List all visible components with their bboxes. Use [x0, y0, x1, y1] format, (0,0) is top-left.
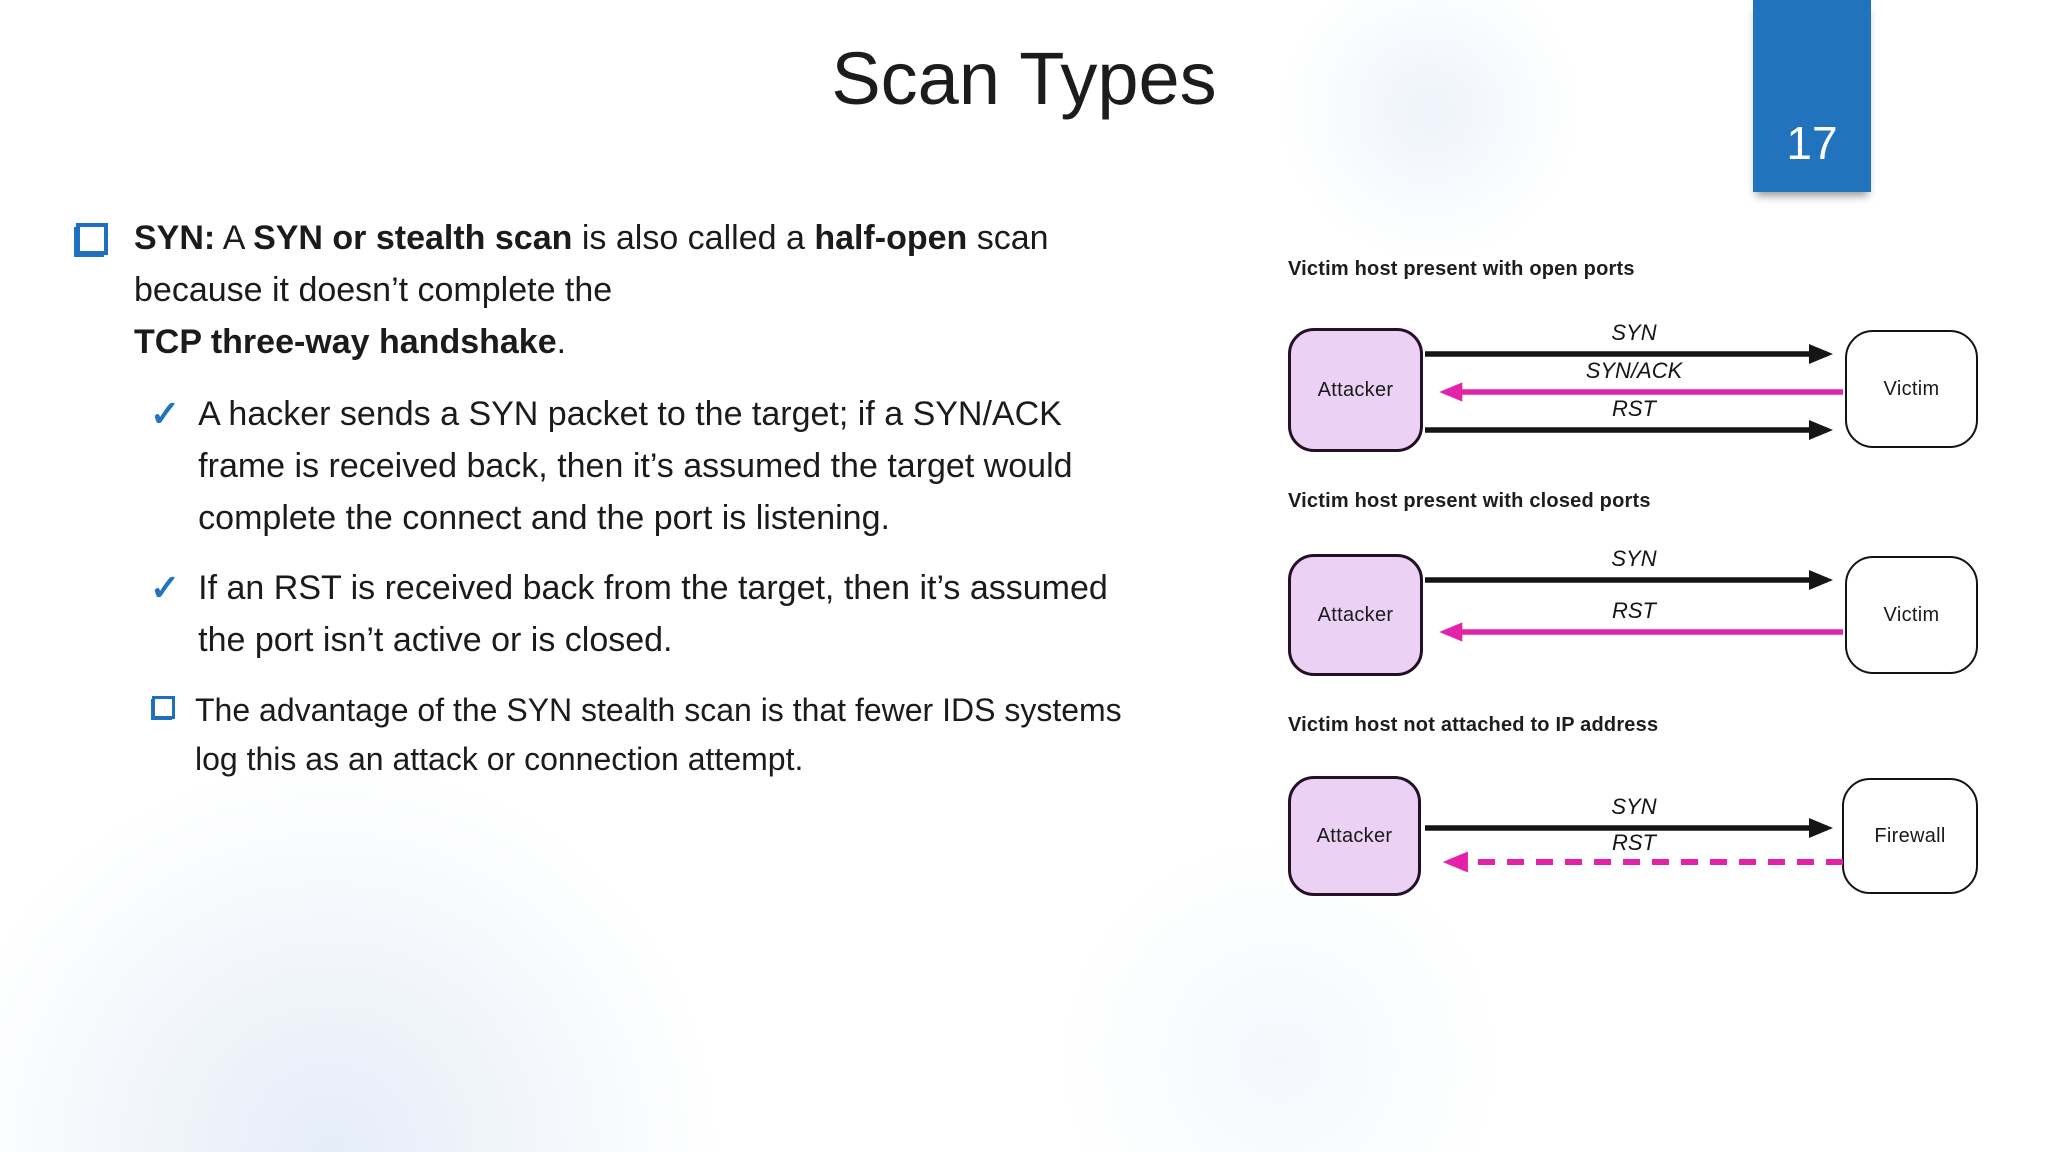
- diagram-open-ports: Victim host present with open ports Atta…: [1270, 250, 2015, 462]
- text-segment: SYN:: [134, 219, 216, 257]
- text-segment: TCP three-way handshake: [134, 323, 557, 361]
- bullet-square-icon: [152, 696, 175, 719]
- arrow-label: RST: [1612, 830, 1656, 855]
- arrow-label: SYN: [1611, 320, 1657, 345]
- arrows: [1425, 569, 1843, 642]
- bullet-rst: ✓ If an RST is received back from the ta…: [150, 562, 1270, 666]
- text-segment: A: [215, 219, 254, 257]
- text-segment: .: [556, 323, 567, 361]
- arrows: [1425, 343, 1843, 441]
- text-segment: scan because it doesn’t complete the: [134, 219, 1049, 309]
- check-icon: ✓: [150, 567, 181, 608]
- arrow-label: RST: [1612, 598, 1656, 623]
- arrow-label: RST: [1612, 396, 1656, 421]
- bullet-syn: SYN: A SYN or stealth scan is also calle…: [76, 212, 1236, 368]
- bullet-rst-text: If an RST is received back from the targ…: [198, 569, 1108, 659]
- page-title: Scan Types: [831, 37, 1217, 120]
- arrow-label: SYN: [1611, 794, 1657, 819]
- bullet-advantage: The advantage of the SYN stealth scan is…: [152, 686, 1272, 784]
- diagram-firewall: Victim host not attached to IP address A…: [1270, 706, 2015, 911]
- arrow-label: SYN: [1611, 546, 1657, 571]
- bullet-syn-ack-text: A hacker sends a SYN packet to the targe…: [198, 395, 1073, 537]
- diagram-caption: Victim host not attached to IP address: [1288, 714, 1659, 736]
- victim-node: Victim: [1845, 556, 1978, 674]
- diagram-closed-ports: Victim host present with closed ports At…: [1270, 482, 2015, 694]
- diagram-caption: Victim host present with open ports: [1288, 258, 1635, 280]
- diagram-caption: Victim host present with closed ports: [1288, 490, 1651, 512]
- bullet-advantage-text: The advantage of the SYN stealth scan is…: [195, 692, 1122, 777]
- bullet-syn-text: SYN: A SYN or stealth scan is also calle…: [134, 212, 1049, 368]
- text-segment: half-open: [814, 219, 968, 257]
- text-segment: is also called a: [572, 219, 815, 257]
- attacker-node: Attacker: [1288, 554, 1423, 676]
- attacker-node: Attacker: [1288, 328, 1423, 452]
- arrow-label: SYN/ACK: [1585, 358, 1683, 383]
- victim-node: Victim: [1845, 330, 1978, 448]
- arrows: [1425, 817, 1843, 873]
- page-number: 17: [1786, 117, 1838, 169]
- page-number-tab: 17: [1753, 0, 1871, 192]
- text-segment: SYN or stealth scan: [253, 219, 573, 257]
- bullet-square-icon: [76, 223, 108, 255]
- attacker-node: Attacker: [1288, 776, 1421, 896]
- bullet-syn-ack: ✓ A hacker sends a SYN packet to the tar…: [150, 388, 1270, 544]
- check-icon: ✓: [150, 393, 181, 434]
- firewall-node: Firewall: [1842, 778, 1978, 894]
